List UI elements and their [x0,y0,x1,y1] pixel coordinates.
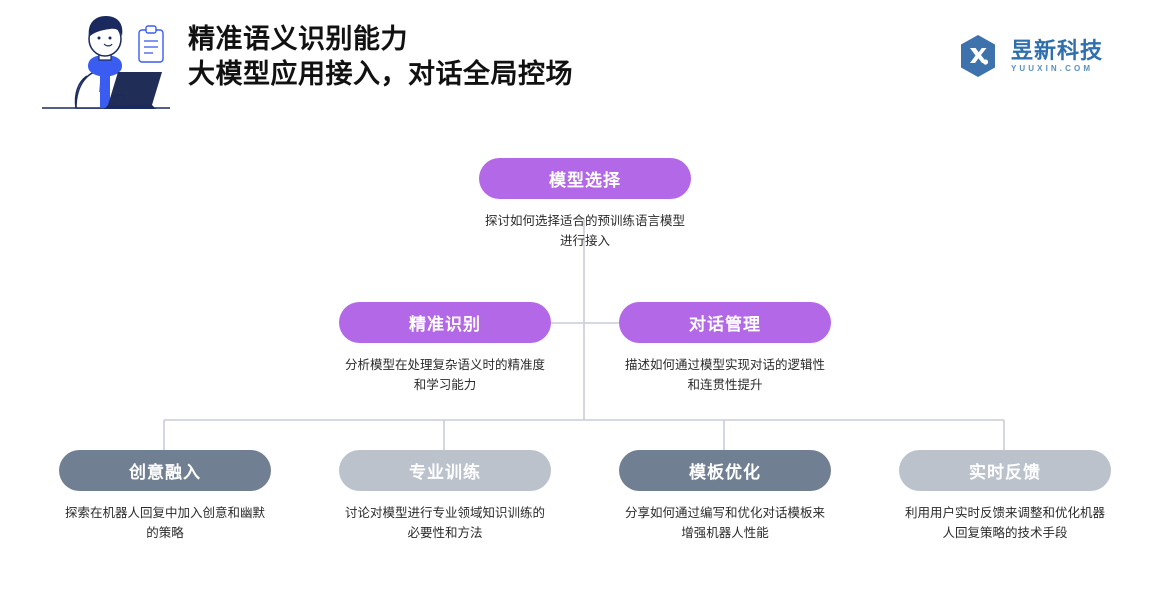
node-dialog-management-label: 对话管理 [619,302,831,343]
node-creative-integration-description: 探索在机器人回复中加入创意和幽默的策略 [64,506,265,540]
hexagon-x-logo-icon [955,33,1001,79]
node-realtime-feedback-label: 实时反馈 [899,450,1111,491]
brand-name: 昱新科技 [1010,38,1103,63]
node-template-optimization-label: 模板优化 [619,450,831,491]
node-realtime-feedback-description: 利用用户实时反馈来调整和优化机器人回复策略的技术手段 [904,506,1105,540]
node-creative-integration[interactable]: 创意融入 探索在机器人回复中加入创意和幽默的策略 [59,450,271,543]
node-precise-recognition-description: 分析模型在处理复杂语义时的精准度和学习能力 [344,358,545,392]
page-title: 精准语义识别能力 大模型应用接入，对话全局控场 [188,22,828,92]
node-model-selection-label: 模型选择 [479,158,691,199]
node-dialog-management[interactable]: 对话管理 描述如何通过模型实现对话的逻辑性和连贯性提升 [619,302,831,395]
org-tree-diagram: 模型选择 探讨如何选择适合的预训练语言模型进行接入 精准识别 分析模型在处理复杂… [0,120,1158,598]
brand-domain: YUUXIN.COM [1010,64,1094,73]
node-model-selection[interactable]: 模型选择 探讨如何选择适合的预训练语言模型进行接入 [479,158,691,251]
page-header: 精准语义识别能力 大模型应用接入，对话全局控场 昱新科技 YUUXIN.COM [0,0,1158,120]
node-realtime-feedback[interactable]: 实时反馈 利用用户实时反馈来调整和优化机器人回复策略的技术手段 [899,450,1111,543]
node-template-optimization[interactable]: 模板优化 分享如何通过编写和优化对话模板来增强机器人性能 [619,450,831,543]
node-creative-integration-label: 创意融入 [59,450,271,491]
node-precise-recognition-label: 精准识别 [339,302,551,343]
node-professional-training-label: 专业训练 [339,450,551,491]
node-model-selection-description: 探讨如何选择适合的预训练语言模型进行接入 [484,214,685,248]
node-professional-training[interactable]: 专业训练 讨论对模型进行专业领域知识训练的必要性和方法 [339,450,551,543]
brand-text: 昱新科技 YUUXIN.COM [1011,38,1103,74]
node-dialog-management-description: 描述如何通过模型实现对话的逻辑性和连贯性提升 [624,358,825,392]
node-professional-training-description: 讨论对模型进行专业领域知识训练的必要性和方法 [344,506,545,540]
node-template-optimization-description: 分享如何通过编写和优化对话模板来增强机器人性能 [624,506,825,540]
page-title-line-1: 精准语义识别能力 [188,24,408,54]
node-precise-recognition[interactable]: 精准识别 分析模型在处理复杂语义时的精准度和学习能力 [339,302,551,395]
brand-logo: 昱新科技 YUUXIN.COM [955,33,1103,79]
person-working-on-laptop-illustration [30,8,180,120]
page-title-line-2: 大模型应用接入，对话全局控场 [188,59,573,89]
